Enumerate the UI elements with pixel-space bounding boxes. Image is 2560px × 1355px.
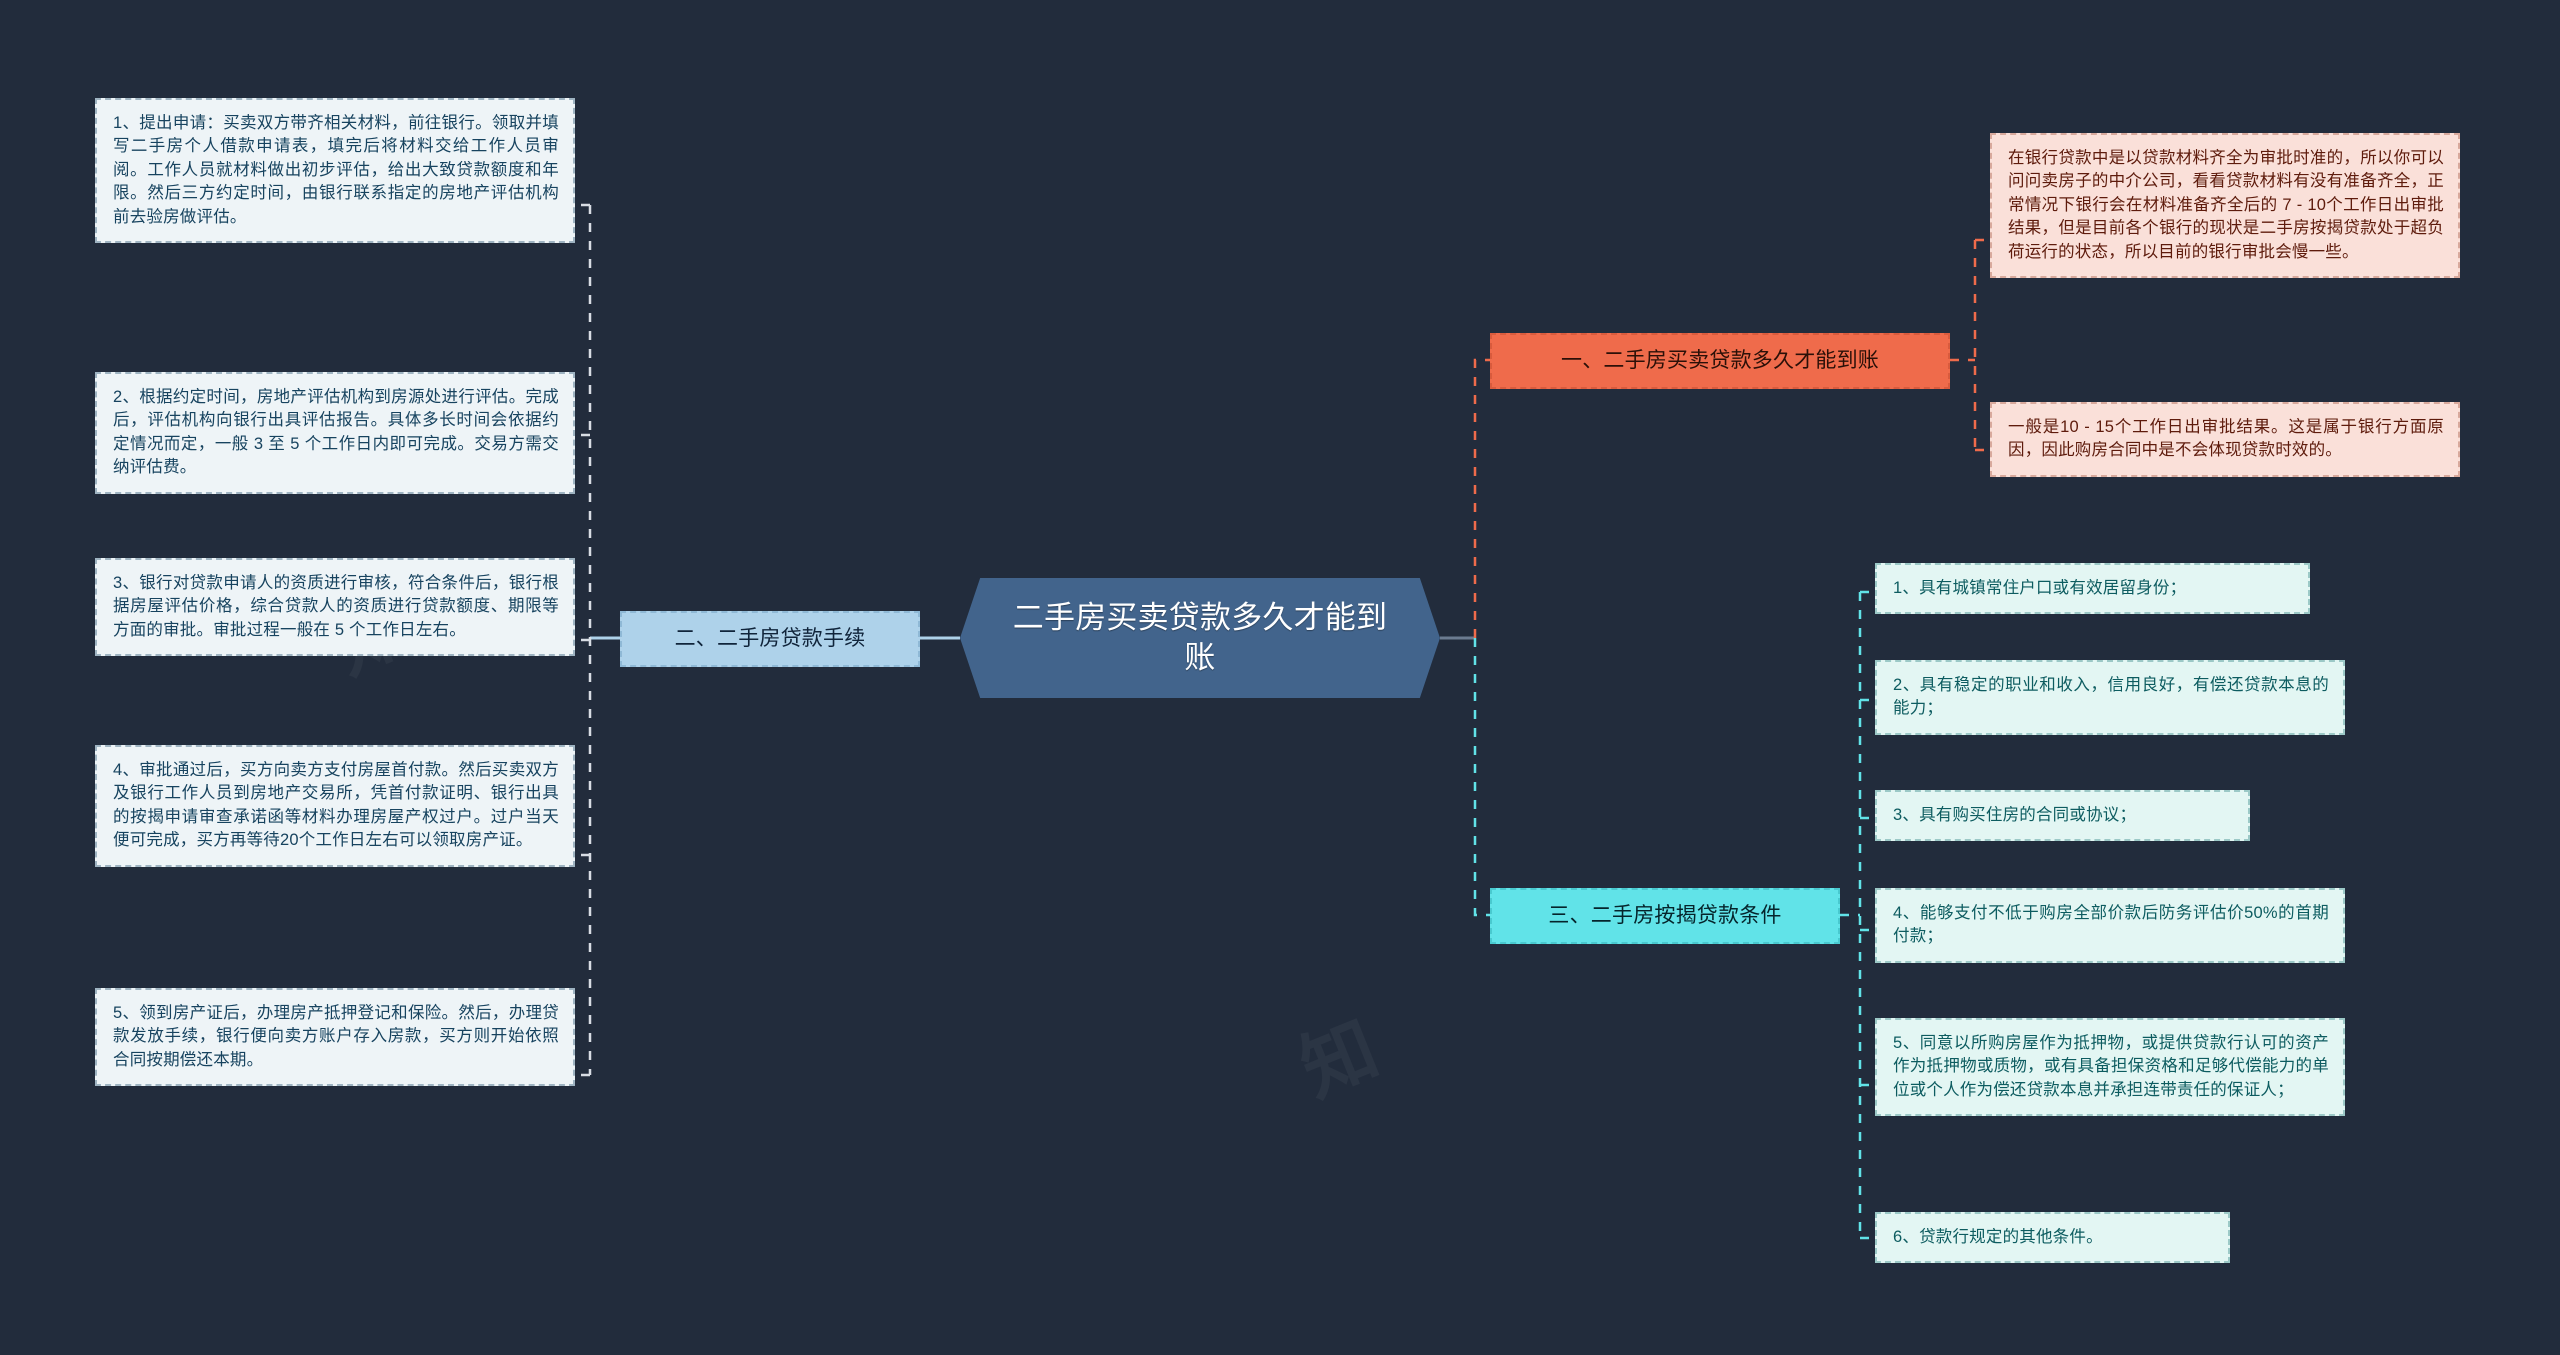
leaf-3-3[interactable]: 3、具有购买住房的合同或协议； — [1875, 790, 2250, 842]
watermark: 知 — [1283, 990, 1392, 1117]
leaf-1-2[interactable]: 一般是10 - 15个工作日出审批结果。这是属于银行方面原因，因此购房合同中是不… — [1990, 402, 2460, 477]
leaf-3-4[interactable]: 4、能够支付不低于购房全部价款后防务评估价50%的首期付款； — [1875, 888, 2345, 963]
leaf-2-2[interactable]: 2、根据约定时间，房地产评估机构到房源处进行评估。完成后，评估机构向银行出具评估… — [95, 372, 575, 494]
leaf-3-1[interactable]: 1、具有城镇常住户口或有效居留身份； — [1875, 563, 2310, 615]
leaf-3-6[interactable]: 6、贷款行规定的其他条件。 — [1875, 1212, 2230, 1264]
leaf-1-1[interactable]: 在银行贷款中是以贷款材料齐全为审批时准的，所以你可以问问卖房子的中介公司，看看贷… — [1990, 133, 2460, 279]
branch-label-3[interactable]: 三、二手房按揭贷款条件 — [1490, 888, 1840, 944]
leaf-2-1[interactable]: 1、提出申请：买卖双方带齐相关材料，前往银行。领取并填写二手房个人借款申请表，填… — [95, 98, 575, 244]
leaf-3-2[interactable]: 2、具有稳定的职业和收入，信用良好，有偿还贷款本息的能力； — [1875, 660, 2345, 735]
leaf-2-4[interactable]: 4、审批通过后，买方向卖方支付房屋首付款。然后买卖双方及银行工作人员到房地产交易… — [95, 745, 575, 867]
root-node[interactable]: 二手房买卖贷款多久才能到账 — [960, 578, 1440, 698]
branch-label-2[interactable]: 二、二手房贷款手续 — [620, 611, 920, 667]
branch-label-1[interactable]: 一、二手房买卖贷款多久才能到账 — [1490, 333, 1950, 389]
leaf-2-3[interactable]: 3、银行对贷款申请人的资质进行审核，符合条件后，银行根据房屋评估价格，综合贷款人… — [95, 558, 575, 657]
leaf-2-5[interactable]: 5、领到房产证后，办理房产抵押登记和保险。然后，办理贷款发放手续，银行便向卖方账… — [95, 988, 575, 1087]
leaf-3-5[interactable]: 5、同意以所购房屋作为抵押物，或提供贷款行认可的资产作为抵押物或质物，或有具备担… — [1875, 1018, 2345, 1117]
